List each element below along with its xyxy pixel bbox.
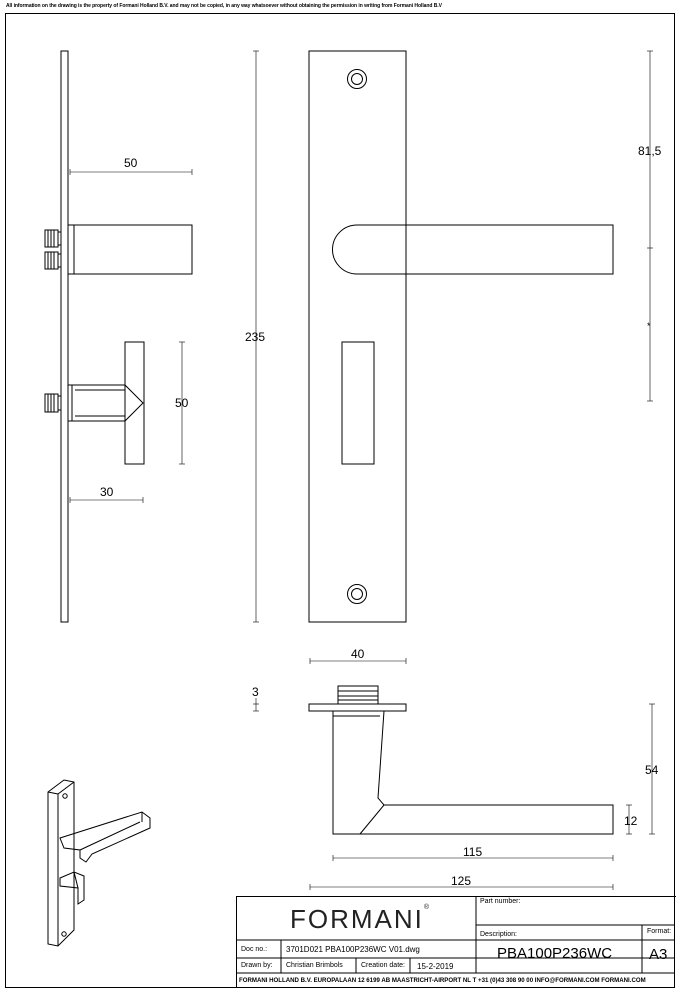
doc-no-value: 3701D021 PBA100P236WC V01.dwg xyxy=(286,945,420,954)
iso-backplate xyxy=(47,779,75,947)
iso-turn-knob xyxy=(59,871,85,905)
creation-date-value: 15-2-2019 xyxy=(417,962,454,971)
title-block xyxy=(236,896,676,988)
dim-lever-reach: 115 xyxy=(463,845,483,859)
dim-side-lever-length: 50 xyxy=(124,156,138,170)
copyright-notice: All information on the drawing is the pr… xyxy=(6,3,442,9)
isometric-view xyxy=(47,779,151,947)
format-label: Format: xyxy=(647,928,672,935)
front-backplate xyxy=(308,50,407,623)
drawn-by-value: Christian Brimbols xyxy=(286,962,343,969)
side-backplate xyxy=(60,50,69,623)
front-lever xyxy=(332,224,614,275)
creation-date-label: Creation date: xyxy=(361,962,405,969)
dim-plate-width: 40 xyxy=(351,647,365,661)
dim-lever-thickness: 12 xyxy=(624,814,638,828)
side-spindle-lower xyxy=(44,393,62,413)
side-lever xyxy=(67,224,193,275)
front-view xyxy=(308,50,653,623)
top-lever xyxy=(332,710,614,835)
dim-lever-projection: 54 xyxy=(645,763,659,777)
iso-lever xyxy=(59,811,151,863)
description-value: PBA100P236WC xyxy=(497,945,613,962)
format-value: A3 xyxy=(649,946,668,963)
brand-mark: ® xyxy=(423,904,430,911)
top-view xyxy=(253,658,655,890)
part-number-label: Part number: xyxy=(480,898,521,905)
dim-spindle-center-mark: * xyxy=(647,321,651,331)
front-turn-slot xyxy=(341,341,375,465)
top-backplate xyxy=(308,703,407,712)
brand-logo: FORMANI® xyxy=(290,904,429,935)
title-block-grid xyxy=(236,896,675,974)
top-spindle xyxy=(337,685,379,705)
side-spindle-upper xyxy=(44,229,62,270)
dim-lever-offset: 81,5 xyxy=(638,144,662,158)
screw-hole-top xyxy=(347,69,367,89)
dim-side-turn-height: 50 xyxy=(175,396,189,410)
side-view xyxy=(44,50,259,623)
drawing-frame xyxy=(5,13,675,988)
brand-name: FORMANI xyxy=(290,904,424,934)
description-label: Description: xyxy=(480,931,517,938)
drawn-by-label: Drawn by: xyxy=(241,962,273,969)
dim-plate-height: 235 xyxy=(245,330,266,344)
company-footer: FORMANI HOLLAND B.V. EUROPALAAN 12 6199 … xyxy=(239,977,646,984)
side-turn-knob xyxy=(68,341,145,465)
doc-no-label: Doc no.: xyxy=(241,946,268,953)
dim-side-turn-depth: 30 xyxy=(100,485,114,499)
dim-lever-total-length: 125 xyxy=(451,874,472,888)
screw-hole-bottom xyxy=(347,584,367,604)
dim-plate-thickness: 3 xyxy=(252,685,259,699)
